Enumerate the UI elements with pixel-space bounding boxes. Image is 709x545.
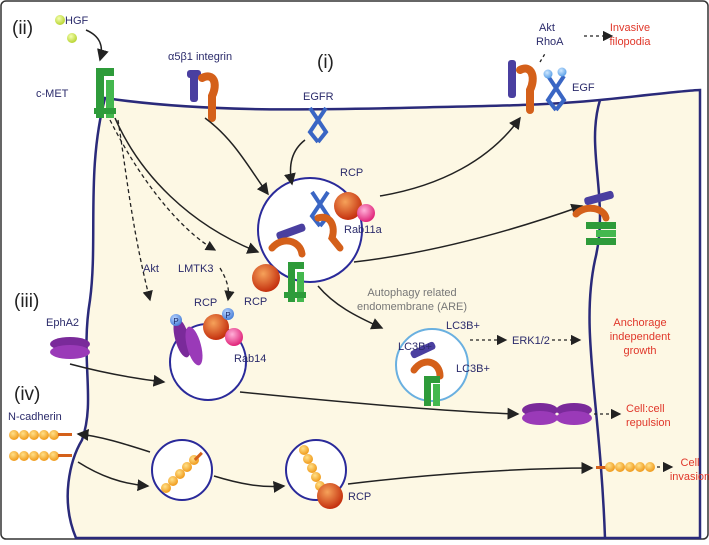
dashed-cmet-lmtk3 — [109, 119, 217, 251]
repulsion-label-2: repulsion — [626, 417, 671, 429]
cmet-recycled-icon — [586, 222, 616, 245]
phospho-icon — [170, 314, 182, 326]
lmtk3-label: LMTK3 — [178, 263, 213, 275]
rcp-top-label: RCP — [340, 167, 363, 179]
phospho-label: P — [225, 311, 230, 320]
rcp-protein-icon — [334, 192, 362, 220]
cmet-label: c-MET — [36, 88, 69, 100]
integrin-internalised-icon — [268, 213, 344, 258]
ncadherin-rcp-icon — [299, 445, 325, 498]
arrow-hgf-cmet — [85, 29, 109, 62]
epha2-repulsion-icon — [522, 403, 592, 425]
arrow-endosome-membrane — [353, 203, 584, 263]
arrow-cmet-endosome — [114, 117, 260, 254]
invasive-label-2: filopodia — [610, 36, 652, 48]
anchorage-label-3: growth — [623, 345, 656, 357]
egf-ligand-icon — [543, 69, 553, 79]
arrow-endosome-repulsion — [239, 391, 520, 420]
rab14-icon — [225, 328, 243, 346]
arrow-endosome-are — [317, 285, 384, 330]
ncadherin-invasion-icon — [596, 462, 655, 472]
phospho-icon — [222, 308, 234, 320]
rcp-bottom-label: RCP — [348, 491, 371, 503]
dashed-egf-akt — [539, 51, 547, 63]
rcp-protein-icon — [317, 483, 343, 509]
phospho-label: P — [173, 317, 178, 326]
integrin-filopodia-icon — [508, 60, 537, 114]
ncadherin-label: N-cadherin — [8, 411, 62, 423]
arrow-egfr-endosome — [283, 139, 306, 186]
lc3b-label-3: LC3B+ — [456, 363, 490, 375]
lc3b-label-2: LC3B+ — [446, 320, 480, 332]
invasion-label-1: Cell — [681, 457, 700, 469]
neighbour-cell-membrane — [588, 99, 607, 539]
section-iv-label: (iv) — [14, 384, 40, 405]
arrow-endosome-invasion — [347, 462, 594, 485]
epha2-label: EphA2 — [46, 317, 79, 329]
erk-label: ERK1/2 — [512, 335, 550, 347]
rcp-protein-icon — [252, 264, 280, 292]
cell-membrane — [66, 88, 702, 540]
hgf-ligand-icon — [67, 33, 77, 43]
arrow-ncadherin-endosome — [77, 461, 150, 492]
section-i-label: (i) — [317, 52, 334, 73]
dashed-cmet-akt — [117, 119, 153, 302]
anchorage-label-2: independent — [610, 331, 671, 343]
egf-label: EGF — [572, 82, 595, 94]
epha2-internalised-icon — [173, 318, 203, 366]
integrin-label: α5β1 integrin — [168, 51, 232, 63]
epha2-receptor-icon — [50, 337, 90, 359]
integrin-recycled-icon — [572, 190, 614, 222]
repulsion-label-1: Cell:cell — [626, 403, 665, 415]
arrow-endosome-ncadherin — [76, 428, 151, 453]
arrow-endosome-filopodia — [379, 116, 521, 197]
integrin-receptor-icon — [187, 70, 219, 122]
rcp-left-label: RCP — [244, 296, 267, 308]
akt-label: Akt — [143, 263, 159, 275]
egfr-label: EGFR — [303, 91, 334, 103]
integrin-are-icon — [410, 341, 444, 380]
invasion-label-2: invasion — [670, 471, 709, 483]
egfr-internalised-icon — [309, 190, 331, 228]
cmet-internalised-icon — [284, 262, 306, 302]
arrow-endosome-endosome — [213, 475, 286, 493]
are-label-2: endomembrane (ARE) — [357, 301, 467, 313]
egf-ligand-icon — [557, 67, 567, 77]
rab11a-label: Rab11a — [344, 224, 383, 236]
cmet-receptor-icon — [94, 68, 116, 118]
hgf-ligand-icon — [55, 15, 65, 25]
anchorage-label-1: Anchorage — [613, 317, 666, 329]
ncadherin-internalised-icon — [161, 451, 203, 493]
ncadherin-receptor-icon — [9, 430, 72, 461]
arrow-epha2-endosome — [69, 363, 166, 387]
akt-top-label: Akt — [539, 22, 555, 34]
invasive-label-1: Invasive — [610, 22, 650, 34]
rab11a-icon — [357, 204, 375, 222]
rcp-mid-label: RCP — [194, 297, 217, 309]
lc3b-label-1: LC3B+ — [398, 341, 432, 353]
are-label-1: Autophagy related — [367, 287, 456, 299]
egfr-receptor-icon — [307, 106, 329, 144]
section-ii-label: (ii) — [12, 18, 33, 39]
egfr-egf-icon — [545, 74, 567, 112]
hgf-label: HGF — [65, 15, 89, 27]
rcp-protein-icon — [203, 314, 229, 340]
rab14-label: Rab14 — [234, 353, 266, 365]
cmet-are-icon — [424, 376, 440, 406]
rhoa-label: RhoA — [536, 36, 564, 48]
section-iii-label: (iii) — [14, 291, 39, 312]
arrow-integrin-endosome — [204, 117, 269, 196]
dashed-lmtk3-rcp — [219, 267, 235, 302]
